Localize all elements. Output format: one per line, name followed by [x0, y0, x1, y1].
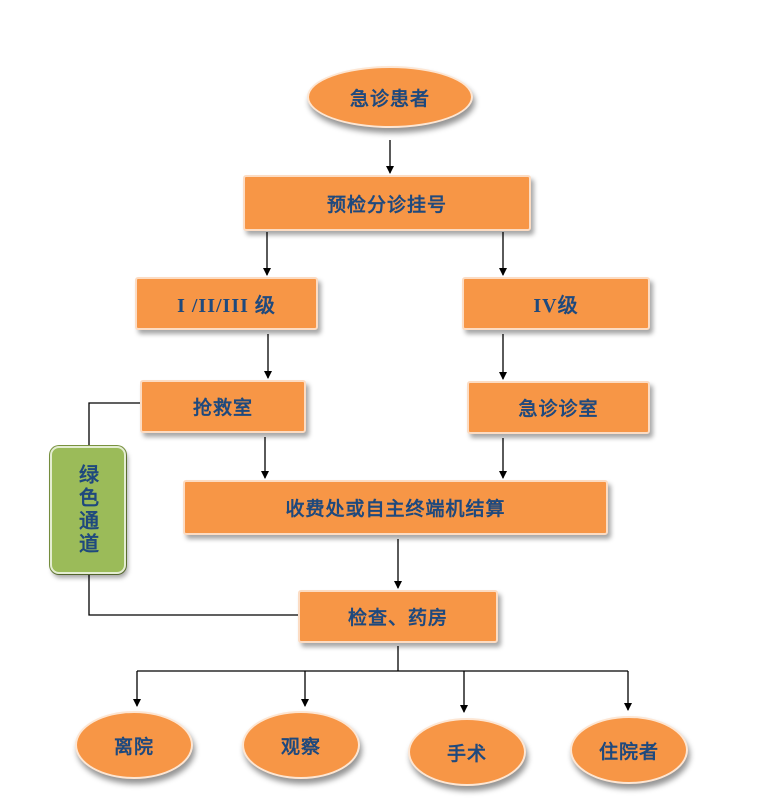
line-green-channel-to-exam-pharmacy: [88, 574, 298, 616]
node-emergency-clinic-room: 急诊诊室: [467, 381, 650, 434]
node-level-4: IV级: [462, 277, 650, 330]
node-discharge: 离院: [75, 711, 193, 779]
node-exam-pharmacy: 检查、药房: [298, 590, 498, 643]
node-admission: 住院者: [570, 716, 688, 784]
node-payment-settlement: 收费处或自主终端机结算: [183, 480, 608, 535]
node-resuscitation-room: 抢救室: [140, 380, 306, 433]
node-surgery: 手术: [408, 718, 526, 786]
node-observation: 观察: [242, 711, 360, 779]
node-green-channel: 绿色通道: [50, 446, 126, 574]
node-triage-registration: 预检分诊挂号: [243, 175, 531, 231]
node-level-1-2-3: I /II/III 级: [135, 277, 318, 330]
line-resus-room-to-green-channel: [88, 402, 140, 446]
node-emergency-patient: 急诊患者: [307, 66, 473, 128]
